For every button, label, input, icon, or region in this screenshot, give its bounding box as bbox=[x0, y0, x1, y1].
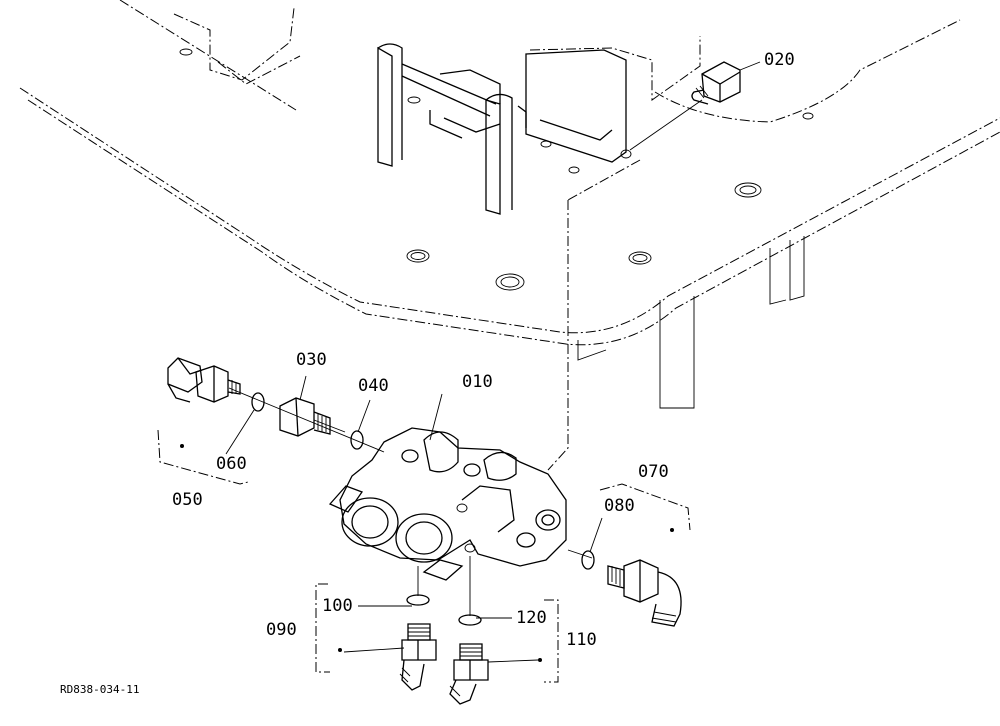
o-ring-100 bbox=[406, 594, 430, 606]
part-label-100: 100 bbox=[322, 596, 353, 616]
fitting-020 bbox=[620, 61, 741, 159]
fitting-090 bbox=[399, 623, 437, 691]
valve-body-010 bbox=[328, 427, 567, 581]
part-label-080: 080 bbox=[604, 496, 635, 516]
o-ring-080 bbox=[581, 550, 595, 570]
part-label-040: 040 bbox=[358, 376, 389, 396]
o-ring-120 bbox=[458, 614, 482, 626]
group-brackets bbox=[157, 429, 691, 683]
mounting-plate bbox=[19, 0, 1000, 471]
part-label-120: 120 bbox=[516, 608, 547, 628]
part-label-070: 070 bbox=[638, 462, 669, 482]
bracket-assembly bbox=[377, 43, 627, 215]
part-label-030: 030 bbox=[296, 350, 327, 370]
part-label-050: 050 bbox=[172, 490, 203, 510]
elbow-fitting-050 bbox=[167, 357, 241, 403]
part-label-110: 110 bbox=[566, 630, 597, 650]
leader-lines bbox=[225, 61, 761, 663]
drawing-code: RD838-034-11 bbox=[60, 683, 140, 696]
elbow-fitting-070 bbox=[607, 559, 682, 627]
part-label-060: 060 bbox=[216, 454, 247, 474]
adapter-030 bbox=[279, 397, 331, 437]
part-label-010: 010 bbox=[462, 372, 493, 392]
o-ring-040 bbox=[350, 430, 364, 450]
fitting-110 bbox=[449, 643, 489, 705]
part-label-090: 090 bbox=[266, 620, 297, 640]
part-label-020: 020 bbox=[764, 50, 795, 70]
